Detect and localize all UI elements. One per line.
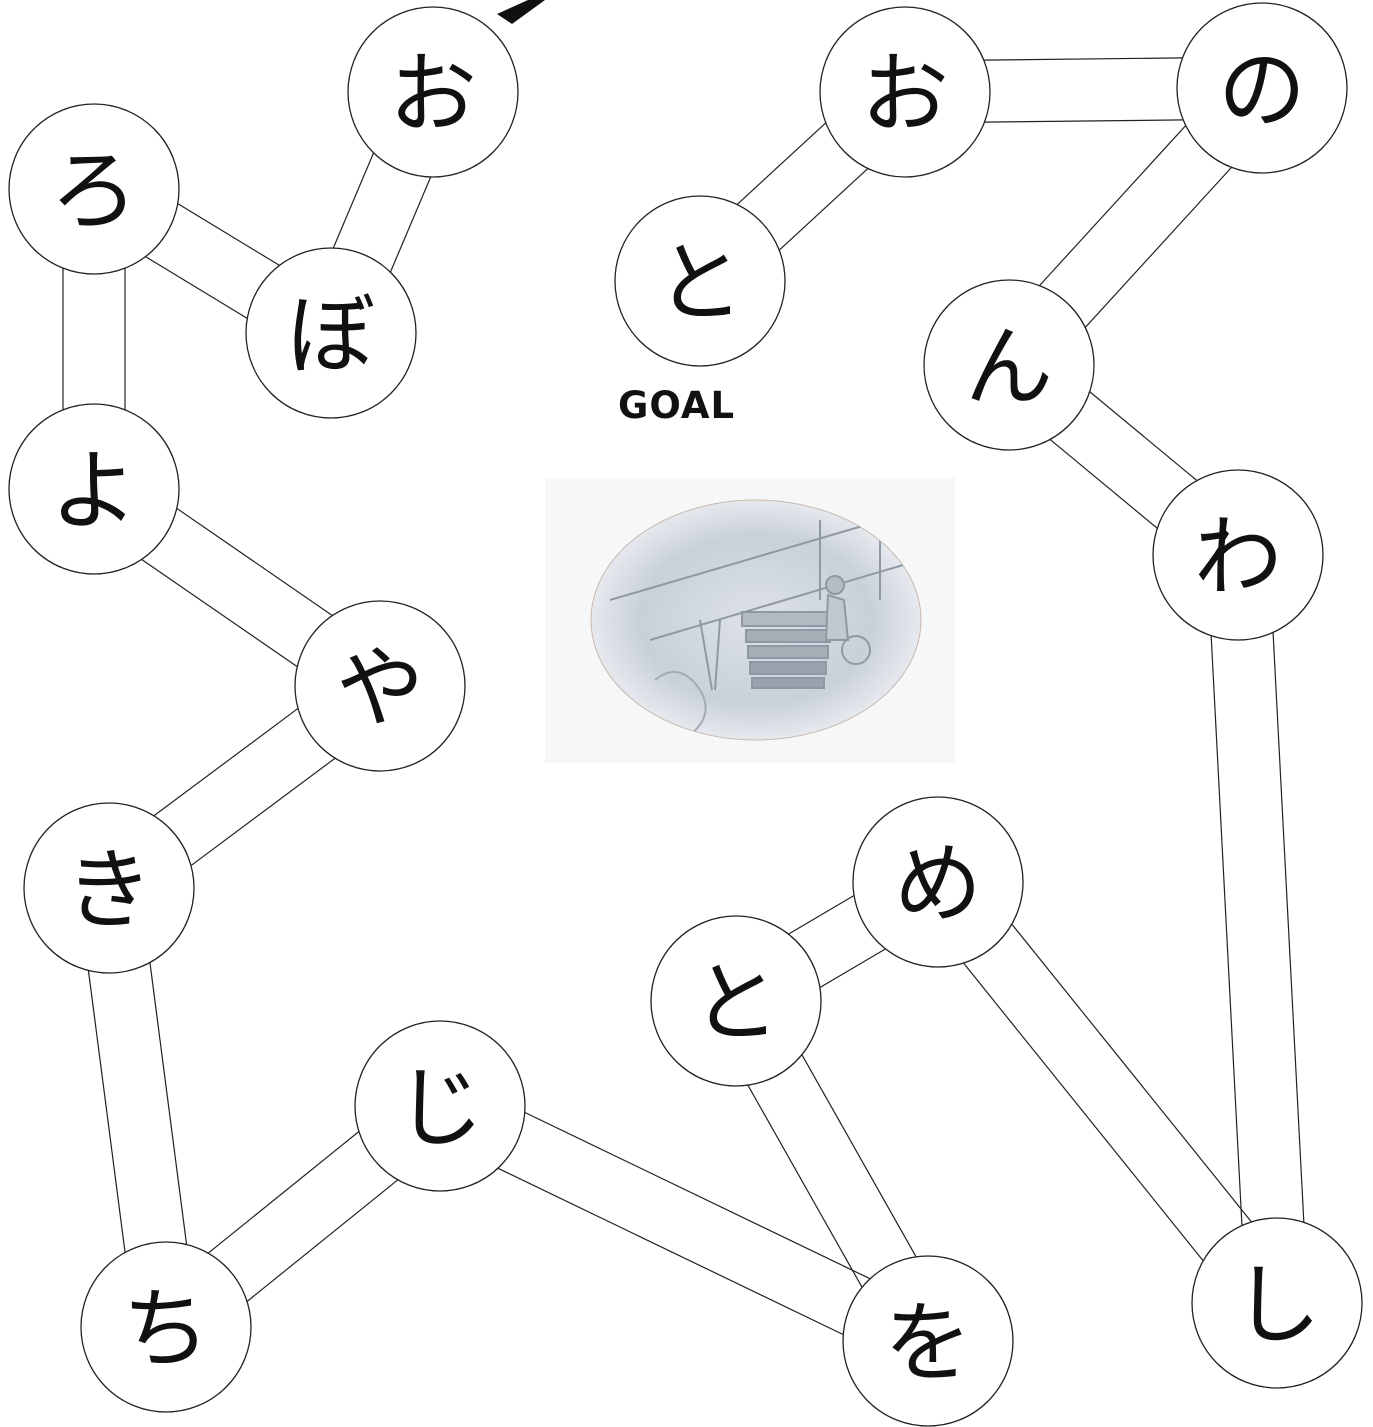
path-o1-bo <box>390 176 431 273</box>
node-to2[interactable]: と <box>651 916 821 1086</box>
path-me-shi <box>1011 923 1252 1222</box>
node-wa[interactable]: わ <box>1153 470 1323 640</box>
path-bo-ro <box>145 256 248 319</box>
node-ki[interactable]: き <box>24 803 194 973</box>
path-wa-n <box>1089 391 1198 481</box>
node-o2[interactable]: お <box>820 7 990 177</box>
node-shi[interactable]: し <box>1192 1218 1362 1388</box>
path-ki-chi <box>88 970 125 1254</box>
path-ji-wo <box>497 1168 844 1335</box>
node-bo[interactable]: ぼ <box>246 248 416 418</box>
node-ro[interactable]: ろ <box>9 104 179 274</box>
path-ji-wo <box>524 1112 871 1279</box>
node-char: ろ <box>50 140 138 243</box>
path-ya-ki <box>153 708 299 817</box>
node-char: と <box>656 232 744 335</box>
node-char: ん <box>965 316 1053 419</box>
path-o2-to1 <box>779 168 869 251</box>
node-char: や <box>336 637 424 740</box>
node-char: を <box>884 1292 972 1395</box>
path-shi-wa <box>1211 635 1242 1227</box>
path-n-no <box>1085 167 1233 329</box>
node-char: ち <box>122 1278 210 1381</box>
node-ya[interactable]: や <box>295 601 465 771</box>
node-me[interactable]: め <box>853 797 1023 967</box>
path-no-o2 <box>984 120 1185 122</box>
path-chi-ji <box>207 1131 359 1254</box>
start-arrow-icon <box>497 0 545 24</box>
path-to2-me <box>819 948 886 988</box>
node-n[interactable]: ん <box>924 280 1094 450</box>
node-char: き <box>65 839 153 942</box>
street-scene-illustration <box>545 478 955 763</box>
node-no[interactable]: の <box>1177 3 1347 173</box>
node-char: め <box>894 833 982 936</box>
node-char: ぼ <box>287 284 375 387</box>
node-yo[interactable]: よ <box>9 404 179 574</box>
path-wo-to2 <box>747 1084 862 1288</box>
node-char: じ <box>396 1057 484 1160</box>
path-to2-me <box>788 895 855 935</box>
node-o1[interactable]: お <box>348 7 518 177</box>
node-char: わ <box>1194 506 1282 609</box>
path-no-o2 <box>983 58 1184 60</box>
path-n-no <box>1039 125 1187 287</box>
path-me-shi <box>963 962 1204 1261</box>
goal-label: GOAL <box>618 384 735 427</box>
path-shi-wa <box>1273 631 1304 1223</box>
path-chi-ji <box>246 1179 398 1302</box>
path-ki-chi <box>150 962 187 1246</box>
node-chi[interactable]: ち <box>81 1242 251 1412</box>
node-char: お <box>389 43 477 146</box>
node-char: よ <box>50 440 138 543</box>
node-ji[interactable]: じ <box>355 1021 525 1191</box>
node-wo[interactable]: を <box>843 1256 1013 1426</box>
node-char: と <box>692 952 780 1055</box>
node-char: の <box>1218 39 1306 142</box>
path-wo-to2 <box>801 1054 916 1258</box>
node-char: お <box>861 43 949 146</box>
path-wa-n <box>1049 439 1158 529</box>
path-bo-ro <box>177 203 280 266</box>
node-char: し <box>1233 1254 1321 1357</box>
path-o1-bo <box>333 152 374 249</box>
path-ya-ki <box>190 758 336 867</box>
path-o2-to1 <box>736 122 826 205</box>
node-to1[interactable]: と <box>615 196 785 366</box>
